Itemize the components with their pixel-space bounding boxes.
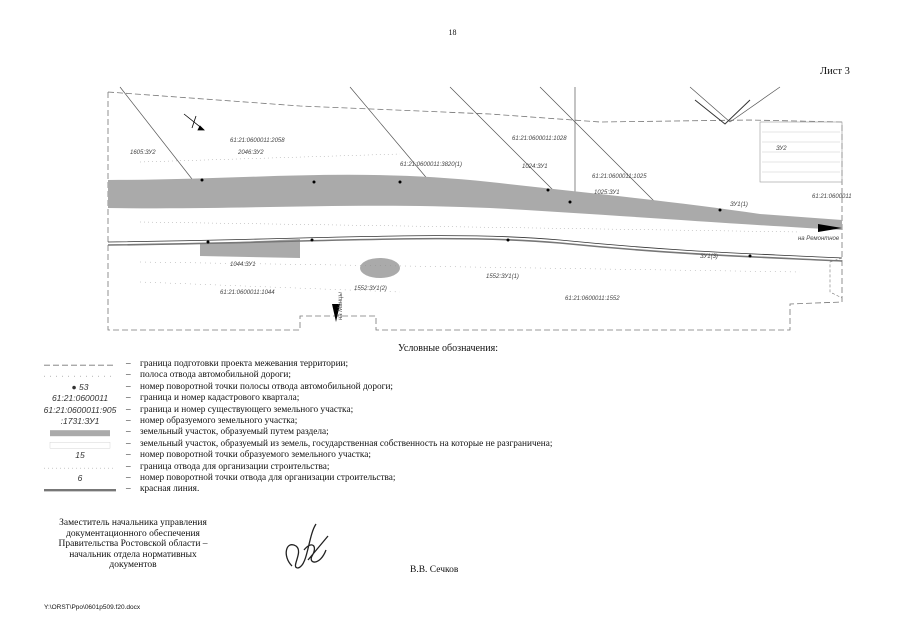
svg-text:ЗУ1(3): ЗУ1(3): [700, 254, 718, 260]
svg-text:61:21:0600011:1552: 61:21:0600011:1552: [565, 296, 620, 302]
page-number: 18: [448, 28, 457, 37]
legend-item: 6 –номер поворотной точки отвода для орг…: [77, 472, 396, 483]
svg-text:61:21:0600011:1044: 61:21:0600011:1044: [220, 290, 275, 296]
svg-text:ЗУ1(1): ЗУ1(1): [730, 202, 748, 208]
legend-item: :1731:ЗУ1 –номер образуемого земельного …: [60, 415, 298, 426]
dashed-boundary-icon: [44, 364, 116, 366]
svg-text:1024:ЗУ1: 1024:ЗУ1: [522, 164, 548, 170]
legend-item: –полоса отвода автомобильной дороги;: [40, 370, 640, 381]
project-boundary: [107, 91, 843, 331]
red-line-icon: [44, 489, 116, 492]
cadastral-map: 61:21:0600011:2058 61:21:0600011:3820(1)…: [107, 86, 852, 331]
legend-title: Условные обозначения:: [398, 343, 499, 354]
legend-item: 15 –номер поворотной точки образуемого з…: [75, 450, 371, 461]
svg-text:61:21:0600011:2058: 61:21:0600011:2058: [230, 138, 285, 144]
svg-text:61:21:0600011:1028: 61:21:0600011:1028: [512, 136, 567, 142]
signature-icon: [285, 523, 329, 569]
sheet-label: Лист 3: [820, 66, 850, 77]
svg-text:ЗУ2: ЗУ2: [776, 146, 787, 152]
legend-item: –красная линия.: [40, 484, 640, 495]
signer-position: Заместитель начальника управления докуме…: [58, 518, 208, 571]
legend-item: –граница подготовки проекта межевания те…: [40, 359, 640, 370]
file-path: Y:\ORST\Ppo\0601p509.f20.docx: [44, 604, 141, 611]
svg-text:1552:ЗУ1(2): 1552:ЗУ1(2): [354, 286, 387, 292]
svg-text:1552:ЗУ1(1): 1552:ЗУ1(1): [486, 274, 519, 280]
svg-text:61:21:0600011:3820(1): 61:21:0600011:3820(1): [400, 162, 462, 168]
legend-item: ● 53 –номер поворотной точки полосы отво…: [71, 381, 394, 392]
arrow-right-icon: [818, 224, 842, 232]
hatched-parcel-icon: [49, 441, 111, 449]
construction-boundary-icon: [44, 467, 116, 469]
arrow-down-icon: [332, 304, 340, 322]
north-arrow-icon: [183, 113, 205, 131]
svg-text:1025:ЗУ1: 1025:ЗУ1: [594, 190, 620, 196]
legend-item: –земельный участок, образуемый из земель…: [40, 439, 640, 450]
svg-text:61:21:0600011:1025: 61:21:0600011:1025: [592, 174, 647, 180]
legend-item: –граница отвода для организации строител…: [40, 462, 640, 473]
svg-text:на Манцы: на Манцы: [338, 292, 344, 320]
road-strip: [108, 174, 842, 230]
grey-parcel-icon: [50, 430, 110, 437]
svg-text:1605:ЗУ2: 1605:ЗУ2: [130, 150, 156, 156]
parcel-split: [200, 239, 300, 258]
svg-text:2046:ЗУ2: 2046:ЗУ2: [237, 150, 264, 156]
legend-item: 61:21:0600011:905 –граница и номер сущес…: [43, 404, 354, 415]
svg-text:61:21:0600011: 61:21:0600011: [812, 194, 852, 200]
legend-item: 61:21:0600011 –граница и номер кадастров…: [51, 393, 300, 404]
dot-icon: ●: [71, 381, 77, 392]
svg-text:1044:ЗУ1: 1044:ЗУ1: [230, 262, 256, 268]
signer-name: В.В. Сечков: [410, 565, 459, 575]
legend: –граница подготовки проекта межевания те…: [40, 359, 640, 496]
legend-item: –земельный участок, образуемый путем раз…: [40, 427, 640, 438]
road-strip-icon: [44, 376, 116, 377]
hatch-block: [759, 121, 843, 183]
svg-text:на Ремонтное: на Ремонтное: [798, 236, 840, 242]
